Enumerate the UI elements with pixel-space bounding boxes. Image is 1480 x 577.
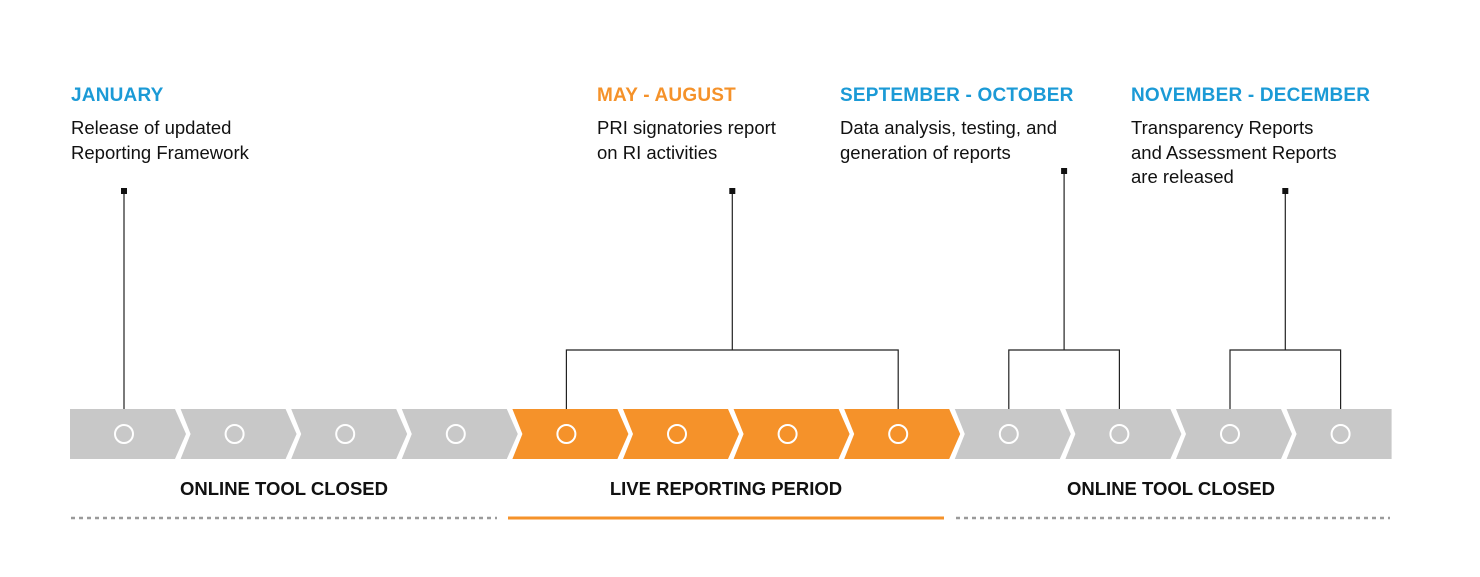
month-chevron: [1065, 409, 1182, 459]
month-chevron: [954, 409, 1071, 459]
period-label-live-reporting: LIVE REPORTING PERIOD: [609, 478, 843, 499]
phase-title-may-august: MAY - AUGUST: [597, 85, 736, 106]
month-chevron: [1176, 409, 1292, 459]
connector-dot: [121, 188, 127, 194]
phase-desc-january: Release of updated Reporting Framework: [71, 117, 249, 163]
connector-dot: [1061, 168, 1068, 174]
month-circle-icon: [1220, 424, 1240, 444]
month-circle-icon: [335, 424, 356, 444]
bracket-connector: [1229, 349, 1342, 409]
period-label-closed-end: ONLINE TOOL CLOSED: [1067, 478, 1275, 499]
month-chevron: [291, 409, 408, 459]
month-chevron: [70, 409, 186, 459]
phase-desc-september-october: Data analysis, testing, and generation o…: [840, 117, 1057, 163]
month-circle-icon: [224, 424, 245, 444]
month-chevrons: [70, 409, 1392, 459]
month-chevron: [844, 409, 961, 459]
phase-connectors: [121, 168, 1342, 409]
month-chevron: [401, 409, 518, 459]
month-circle-icon: [1109, 424, 1130, 444]
month-circle-icon: [777, 424, 798, 444]
month-circle-icon: [445, 424, 466, 444]
connector-dot: [1282, 188, 1289, 194]
month-circle-icon: [556, 424, 577, 444]
period-label-closed-start: ONLINE TOOL CLOSED: [180, 478, 388, 499]
month-circle-icon: [667, 424, 687, 444]
phase-desc-may-august: PRI signatories report on RI activities: [597, 117, 776, 163]
month-circle-icon: [888, 424, 909, 444]
month-circle-icon: [1330, 424, 1351, 444]
month-chevron: [512, 409, 629, 459]
phase-desc-november-december: Transparency Reports and Assessment Repo…: [1131, 117, 1337, 187]
bracket-connector: [565, 349, 899, 409]
month-chevron: [180, 409, 297, 459]
bracket-connector: [1008, 349, 1121, 409]
phase-title-november-december: NOVEMBER - DECEMBER: [1131, 85, 1371, 106]
month-circle-icon: [114, 424, 134, 444]
month-chevron: [1286, 409, 1392, 459]
month-chevron: [733, 409, 850, 459]
month-circle-icon: [998, 424, 1019, 444]
phase-title-january: JANUARY: [71, 85, 164, 106]
connector-dot: [729, 188, 736, 194]
month-chevron: [623, 409, 739, 459]
phase-title-september-october: SEPTEMBER - OCTOBER: [840, 85, 1074, 106]
